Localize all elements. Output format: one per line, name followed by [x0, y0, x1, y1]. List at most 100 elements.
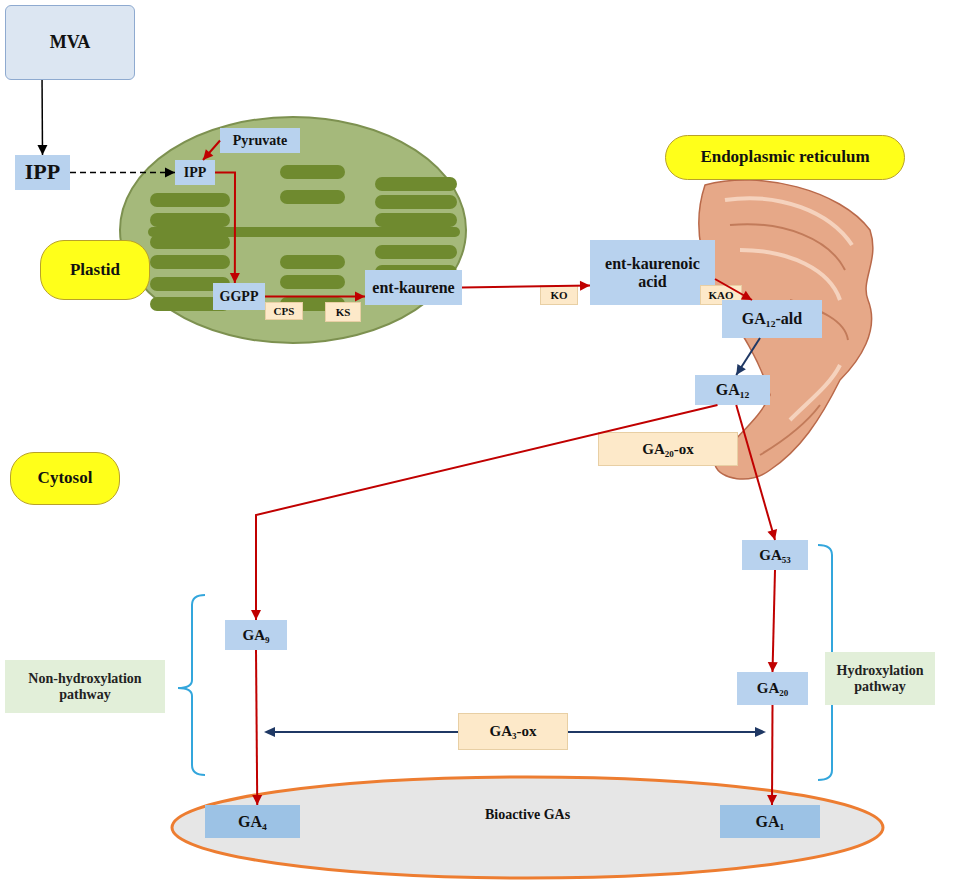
node-text: ent-kaurenoic acid [590, 255, 715, 290]
pathway-label: Non-hydroxylation pathway [5, 660, 165, 713]
node-text: GA₄ [238, 813, 267, 831]
node-text: KS [336, 306, 351, 318]
node-text: Hydroxylation pathway [825, 663, 935, 694]
metabolite-box: GGPP [213, 283, 265, 310]
node-text: GGPP [220, 289, 259, 304]
node-text: GA₉ [243, 627, 270, 644]
arrow-head [37, 145, 47, 155]
node-text: ent-kaurene [372, 279, 454, 297]
connector-line [462, 286, 590, 288]
arrow-connector [767, 705, 777, 805]
node-text: KAO [708, 289, 733, 301]
er-fold [760, 405, 820, 455]
thylakoid [280, 275, 345, 289]
node-text: GA₁ [756, 813, 785, 831]
enzyme-box: KO [540, 285, 578, 305]
plastid-membrane [120, 117, 466, 343]
thylakoid [150, 193, 230, 207]
node-text: Plastid [40, 240, 150, 300]
node-text: Cytosol [38, 469, 93, 488]
node-text: Non-hydroxylation pathway [5, 671, 165, 702]
node-text: GA₃-ox [490, 723, 537, 740]
metabolite-box: GA₁₂-ald [722, 300, 822, 338]
arrow-head [767, 529, 777, 540]
thylakoid [375, 195, 457, 209]
arrow-head [736, 364, 746, 375]
arrow-connector [768, 570, 778, 672]
node-text: Pyruvate [233, 133, 287, 148]
node-text: GA₁₂ [716, 381, 750, 399]
bioactive-box: GA₁ [720, 805, 820, 838]
arrow-head [165, 168, 175, 178]
arrow-connector [70, 168, 175, 178]
arrow-connector [736, 405, 777, 540]
connector-line [203, 141, 220, 161]
er-fold [730, 224, 845, 270]
metabolite-box: Pyruvate [220, 128, 300, 153]
arrow-head [252, 795, 262, 805]
connector-line [265, 296, 365, 298]
thylakoid [375, 213, 457, 227]
thylakoid [375, 245, 457, 259]
metabolite-box: ent-kaurene [365, 270, 462, 305]
er-fold [725, 198, 852, 245]
arrow-connector [462, 281, 590, 291]
compartment-label: Cytosol [10, 452, 120, 505]
thylakoid [280, 190, 345, 204]
node-text: MVA [50, 33, 91, 53]
connector-line [215, 173, 235, 284]
arrow-head [741, 291, 752, 300]
bioactive-box: GA₄ [205, 805, 300, 838]
node-text: GA₂₀-ox [642, 441, 694, 458]
arrow-connector [715, 279, 752, 300]
arrow-head [580, 281, 590, 291]
connector-line [256, 650, 257, 805]
enzyme-box: CPS [265, 302, 303, 320]
bioactive-ellipse: Bioactive GAs GA₄ GA₁ [170, 775, 885, 880]
thylakoid [150, 235, 230, 249]
thylakoid [280, 255, 345, 269]
arrow-connector [37, 80, 47, 155]
connector-line [41, 80, 43, 155]
connector-line [773, 570, 776, 672]
connector-line [70, 172, 175, 174]
node-text: GA₂₀ [757, 680, 789, 697]
node-text: IPP [184, 165, 207, 180]
ellipse-shape [172, 777, 883, 878]
compartment-label: Endoplasmic reticulum [665, 135, 905, 180]
arrow-connector [265, 292, 365, 302]
thylakoid [148, 227, 460, 237]
arrow-head [264, 727, 275, 737]
arrow-head [230, 273, 240, 283]
metabolite-box: IPP [175, 160, 215, 185]
node-text: GA₁₂-ald [742, 310, 802, 328]
connector-line [736, 405, 775, 540]
metabolite-box: IPP [15, 155, 70, 190]
metabolite-box: GA₅₃ [742, 540, 808, 570]
node-text: CPS [274, 305, 295, 317]
connector-line [715, 279, 752, 300]
enzyme-box: GA₂₀-ox [598, 432, 738, 466]
connector-line [771, 705, 774, 805]
arrow-connector [736, 338, 760, 375]
pathway-label: Hydroxylation pathway [825, 652, 935, 705]
arrow-head [768, 662, 778, 672]
node-text: Bioactive GAs [485, 807, 570, 822]
connector-line [736, 338, 760, 375]
er-fold [740, 250, 840, 300]
arrow-connector [215, 173, 240, 284]
arrow-head [251, 610, 261, 620]
node-text: IPP [25, 160, 60, 184]
thylakoid [150, 213, 230, 227]
arrow-head [767, 795, 777, 805]
metabolite-box: GA₁₂ [695, 375, 770, 405]
arrow-connector [203, 141, 220, 161]
enzyme-box: KS [325, 302, 361, 322]
thylakoid [375, 177, 457, 191]
node-text: Endoplasmic reticulum [700, 148, 869, 167]
pathway-bracket [178, 595, 205, 775]
thylakoid [280, 165, 345, 179]
